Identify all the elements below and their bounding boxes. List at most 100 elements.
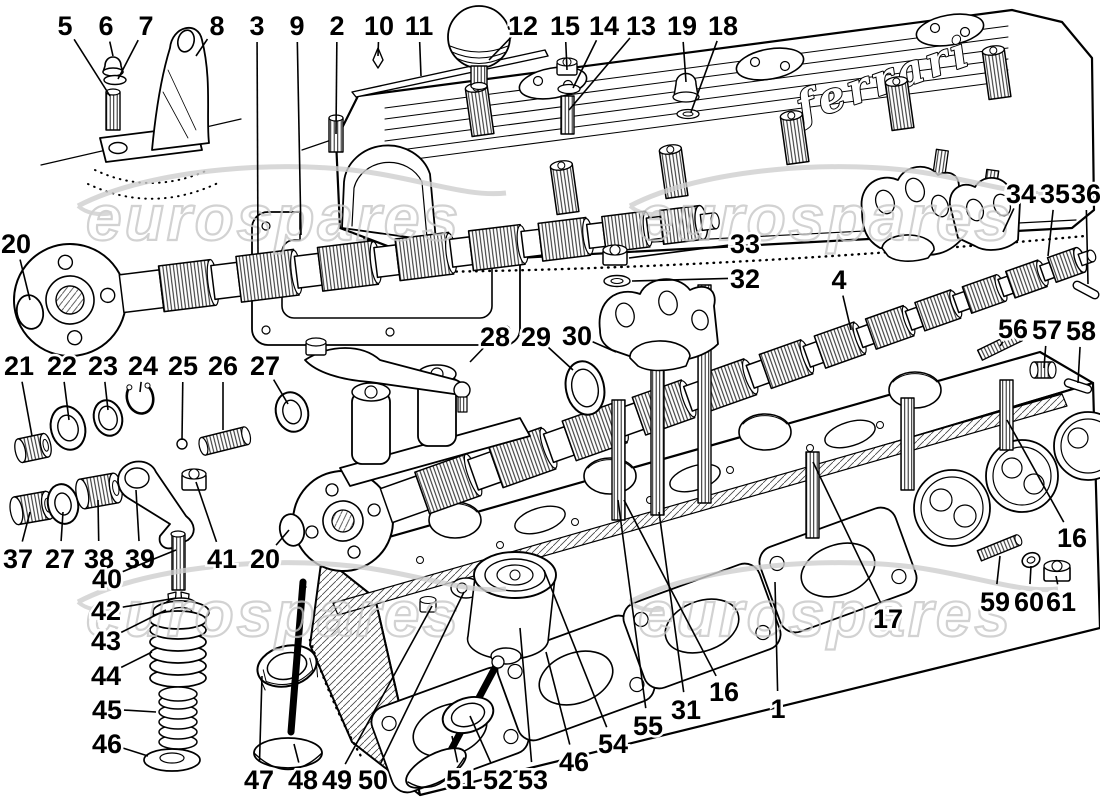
callout-leader-19 [682,41,687,83]
callout-leader-2 [335,41,338,135]
cover-stud [549,160,580,216]
dowel-pin [1072,280,1100,300]
callout-leader-31 [658,511,685,693]
callout-leader-36 [1085,209,1089,285]
callout-leader-32 [631,277,729,282]
callout-1: 1 [770,694,785,724]
callout-22: 22 [47,351,77,381]
taper-pin [372,47,384,69]
bracket-stud [105,88,121,131]
callout-15: 15 [550,11,580,41]
callout-leader-54 [543,569,608,728]
callout-16: 16 [1057,523,1087,553]
callout-26: 26 [208,351,238,381]
callout-leader-1 [774,581,779,692]
callout-leader-35 [1047,209,1054,257]
callout-leader-46 [122,747,149,757]
callout-34: 34 [1006,179,1036,209]
callout-leader-9 [296,41,302,236]
nut-61 [1043,559,1071,582]
callout-8: 8 [209,11,224,41]
seal-ring-29 [564,360,606,416]
callout-20: 20 [1,229,31,259]
callout-18: 18 [708,11,738,41]
valve-head-51 [405,747,467,789]
callout-leader-22 [63,381,70,421]
callout-leader-57 [1043,345,1047,369]
washer-60 [1021,551,1041,569]
callout-leader-50 [379,591,465,765]
watermark-text: eurospares [86,182,461,254]
valve-guide-52 [441,695,495,735]
callout-7: 7 [138,11,153,41]
tappet-and-valve [405,551,557,789]
cam-end-plug [15,294,45,330]
right-small-parts [976,330,1093,582]
callout-leader-59 [996,555,1001,585]
combustion-chamber [985,439,1059,513]
callout-leader-4 [842,295,852,331]
front-camshaft [13,204,720,357]
bracket-nut [102,56,124,77]
callout-46: 46 [92,729,122,759]
callout-leader-30 [592,341,617,353]
callout-leader-55 [617,499,647,709]
bushing-21 [14,432,52,464]
callout-leader-52 [469,715,492,764]
callout-leader-15 [564,41,568,71]
callout-leader-53 [519,627,533,763]
callout-leader-20 [275,529,290,546]
callout-leader-14 [572,39,598,89]
callout-55: 55 [633,711,663,741]
callout-leader-46 [545,651,571,745]
callout-leader-61 [1055,575,1059,585]
callout-38: 38 [84,544,114,574]
valve-head-48 [253,737,323,769]
camshaft-bracket [99,26,210,163]
ring-23 [92,399,124,437]
callout-leader-34 [1002,208,1015,233]
callout-33: 33 [730,229,760,259]
callout-leader-41 [195,481,218,543]
circlip-24 [125,382,155,415]
callout-51: 51 [446,765,476,795]
callout-leader-13 [568,37,631,111]
callout-leader-24 [139,381,142,393]
callout-leader-47 [258,675,263,763]
callout-4: 4 [831,265,846,295]
callout-27: 27 [45,544,75,574]
callout-27: 27 [250,351,280,381]
callout-leader-45 [123,709,157,713]
pin-58 [1063,378,1093,394]
callout-37: 37 [3,544,33,574]
cap-nut-33 [602,244,628,266]
bushing-38 [75,472,123,510]
bracket-washer [103,74,127,86]
combustion-chamber [913,469,991,547]
callout-44: 44 [91,661,121,691]
callout-53: 53 [518,765,548,795]
callout-leader-51 [451,735,459,763]
watermark: eurospares [628,560,1059,651]
combustion-chamber [1053,411,1100,481]
inner-spring-45 [158,686,198,750]
callout-12: 12 [508,11,538,41]
callout-leader-12 [488,36,512,61]
watermark: eurospares [76,560,507,651]
callout-13: 13 [626,11,656,41]
cam-cap-30 [598,278,719,372]
callout-17: 17 [873,604,903,634]
callout-49: 49 [322,765,352,795]
callout-25: 25 [168,351,198,381]
callout-leader-28 [469,347,484,363]
callout-41: 41 [207,544,237,574]
watermark: eurospares [76,164,507,255]
callout-leader-3 [256,41,259,255]
callout-leader-7 [117,39,139,80]
callout-29: 29 [521,322,551,352]
valve-spring-stack [143,530,210,772]
callout-36: 36 [1071,179,1100,209]
